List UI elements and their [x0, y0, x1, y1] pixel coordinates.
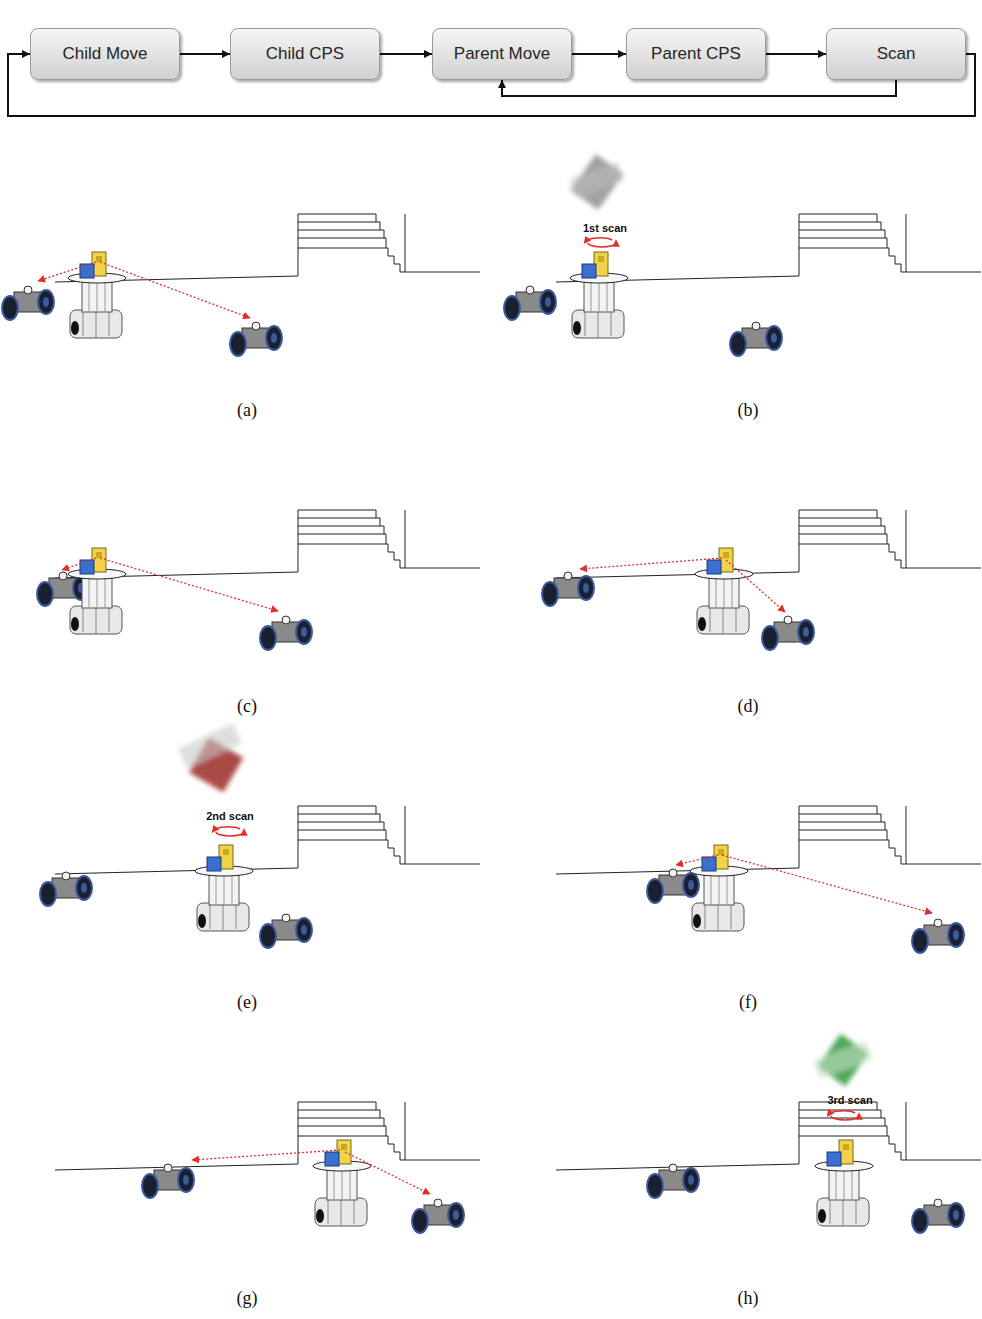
flow-arrow [380, 53, 432, 55]
scan-label: 3rd scan [827, 1094, 872, 1106]
child-robot [412, 1199, 464, 1233]
tracking-line [192, 1150, 340, 1160]
parent-robot [68, 548, 126, 634]
stairs-scene [556, 510, 981, 578]
scan-cloud [570, 154, 624, 210]
panel-label: (a) [237, 400, 257, 421]
child-robot [647, 869, 699, 903]
child-robot [230, 322, 282, 356]
stairs-scene [556, 214, 981, 282]
tracking-line [100, 558, 278, 611]
flow-arrow [502, 80, 896, 96]
flow-arrow [572, 53, 626, 55]
rotation-arrow [831, 1116, 859, 1120]
parent-robot [68, 252, 126, 338]
box-label: Parent CPS [651, 44, 741, 64]
child-robot [912, 1199, 964, 1233]
panel-label: (d) [738, 696, 759, 717]
child-robot [912, 919, 964, 953]
parent-robot [570, 252, 628, 338]
panel-label: (c) [237, 696, 257, 717]
flow-arrow [766, 53, 826, 55]
stairs-scene [556, 1102, 981, 1170]
tracking-line [722, 855, 932, 913]
stairs-scene [55, 1102, 480, 1170]
tracking-line [62, 558, 96, 570]
box-label: Parent Move [454, 44, 550, 64]
scan-label: 1st scan [583, 222, 627, 234]
panel-label: (g) [237, 1288, 258, 1309]
scan-label: 2nd scan [206, 810, 254, 822]
panel-label: (b) [738, 400, 759, 421]
parent-robot [313, 1140, 371, 1226]
parent-robot [695, 548, 753, 634]
panel-label: (e) [237, 992, 257, 1013]
child-robot [730, 322, 782, 356]
tracking-line [726, 560, 785, 612]
process-box: Parent CPS [626, 28, 766, 80]
parent-robot [690, 845, 748, 931]
rotation-arrow [214, 827, 240, 830]
child-robot [542, 572, 594, 606]
process-box: Child CPS [230, 28, 380, 80]
stairs-scene [556, 806, 981, 874]
stairs-scene [55, 214, 480, 282]
child-robot [504, 286, 556, 320]
stairs-scene [55, 510, 480, 578]
child-robot [647, 1164, 699, 1198]
box-label: Scan [877, 44, 916, 64]
panel-label: (h) [738, 1288, 759, 1309]
rotation-arrow [586, 238, 612, 241]
rotation-arrow [216, 832, 244, 836]
child-robot [40, 872, 92, 906]
tracking-line [580, 558, 722, 569]
box-label: Child Move [62, 44, 147, 64]
tracking-line [345, 1152, 430, 1194]
process-box: Parent Move [432, 28, 572, 80]
child-robot [142, 1164, 194, 1198]
parent-robot [195, 845, 253, 931]
scan-cloud [178, 723, 243, 792]
process-box: Scan [826, 28, 966, 80]
tracking-line [100, 262, 250, 318]
child-robot [260, 616, 312, 650]
tracking-line [676, 855, 718, 865]
tracking-line [38, 262, 96, 281]
box-label: Child CPS [266, 44, 344, 64]
process-box: Child Move [30, 28, 180, 80]
scan-cloud [813, 1034, 872, 1086]
child-robot [2, 286, 54, 320]
child-robot [762, 616, 814, 650]
stairs-scene [55, 806, 480, 874]
child-robot [260, 914, 312, 948]
rotation-arrow [588, 243, 616, 247]
panel-label: (f) [739, 992, 757, 1013]
rotation-arrow [829, 1111, 855, 1114]
flow-arrow [180, 53, 230, 55]
parent-robot [815, 1140, 873, 1226]
